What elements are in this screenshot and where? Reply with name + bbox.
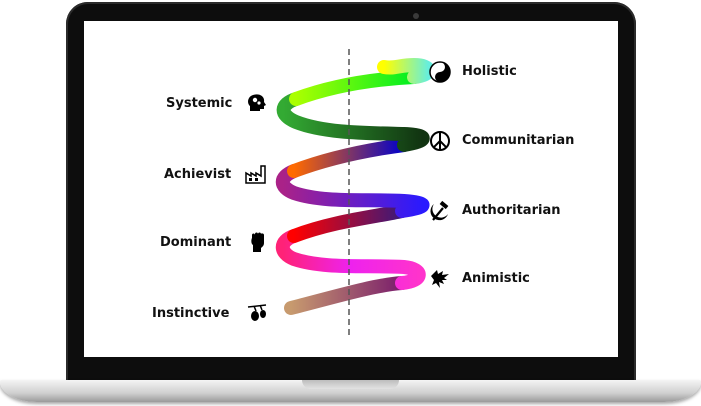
spiral-segment-achievist: [287, 138, 411, 178]
label-communitarian: Communitarian: [462, 133, 575, 148]
label-authoritarian: Authoritarian: [462, 203, 561, 218]
label-animistic: Animistic: [462, 271, 530, 286]
spiral-segment-communitarian: [276, 92, 430, 152]
peace-icon: [429, 130, 451, 152]
dragon-icon: [429, 268, 451, 290]
screen: Systemic Achievist Dominant Instinctive …: [84, 21, 618, 357]
head-gears-icon: [246, 92, 268, 114]
spiral-segment-authoritarian: [275, 164, 430, 218]
branch-icon: [246, 301, 268, 323]
hammer-sickle-icon: [429, 200, 451, 222]
laptop-base: [0, 380, 701, 402]
label-systemic: Systemic: [166, 96, 233, 111]
yin-yang-icon: [429, 61, 451, 83]
label-instinctive: Instinctive: [152, 306, 230, 321]
spiral-segment-holistic: [377, 57, 436, 84]
spiral-segment-animistic: [275, 229, 426, 290]
laptop-notch: [302, 380, 399, 389]
spiral-segment-instinctive: [284, 276, 409, 315]
spiral-diagram: [275, 49, 436, 339]
label-achievist: Achievist: [164, 167, 232, 182]
spiral-segment-dominant: [287, 204, 409, 243]
label-holistic: Holistic: [462, 64, 517, 79]
spiral-segment-systemic: [289, 70, 421, 106]
fist-icon: [247, 231, 269, 253]
camera-dot: [413, 13, 419, 19]
factory-icon: [245, 163, 267, 185]
label-dominant: Dominant: [160, 235, 232, 250]
